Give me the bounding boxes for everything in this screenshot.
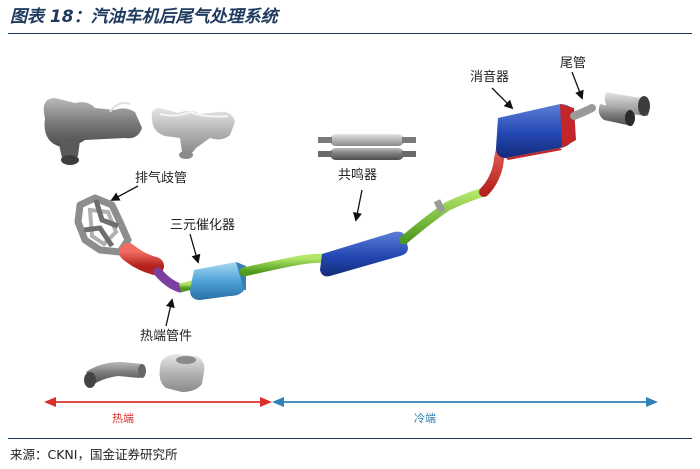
hot-end-pipe-parts-image <box>84 354 205 392</box>
arrow-muffler <box>491 87 514 110</box>
exhaust-pipeline <box>119 104 596 300</box>
source-note: 来源：CKNI，国金证券研究所 <box>10 447 178 462</box>
label-cold-end: 冷端 <box>414 412 436 425</box>
title-divider <box>8 33 692 34</box>
arrow-exhaust-manifold <box>110 185 139 201</box>
label-resonator: 共鸣器 <box>338 167 377 183</box>
exhaust-manifold-light-image <box>151 108 235 159</box>
resonator-shape <box>320 231 408 277</box>
three-way-catalyst-shape <box>190 262 246 300</box>
cold-end-range: 冷端 <box>272 397 658 425</box>
label-tailpipe: 尾管 <box>560 56 586 71</box>
label-three-way-catalyst: 三元催化器 <box>170 218 235 233</box>
muffler-shape <box>496 104 576 160</box>
resonator-metal-image <box>318 134 416 160</box>
manifold-assembly-image <box>74 194 132 256</box>
arrow-three-way-catalyst <box>189 233 201 264</box>
figure-title: 图表 18：汽油车机后尾气处理系统 <box>10 7 278 27</box>
arrow-resonator <box>352 189 363 222</box>
hot-end-range: 热端 <box>44 397 272 425</box>
arrow-hot-end-pipe <box>165 298 175 327</box>
exhaust-manifold-dark-image <box>43 98 142 165</box>
label-exhaust-manifold: 排气歧管 <box>135 170 187 186</box>
tailpipe-tips-image <box>598 92 650 126</box>
label-hot-end: 热端 <box>112 412 134 425</box>
source-divider <box>8 438 692 439</box>
arrow-tailpipe <box>571 71 584 100</box>
label-muffler: 消音器 <box>470 69 509 85</box>
label-hot-end-pipe: 热端管件 <box>140 329 192 344</box>
